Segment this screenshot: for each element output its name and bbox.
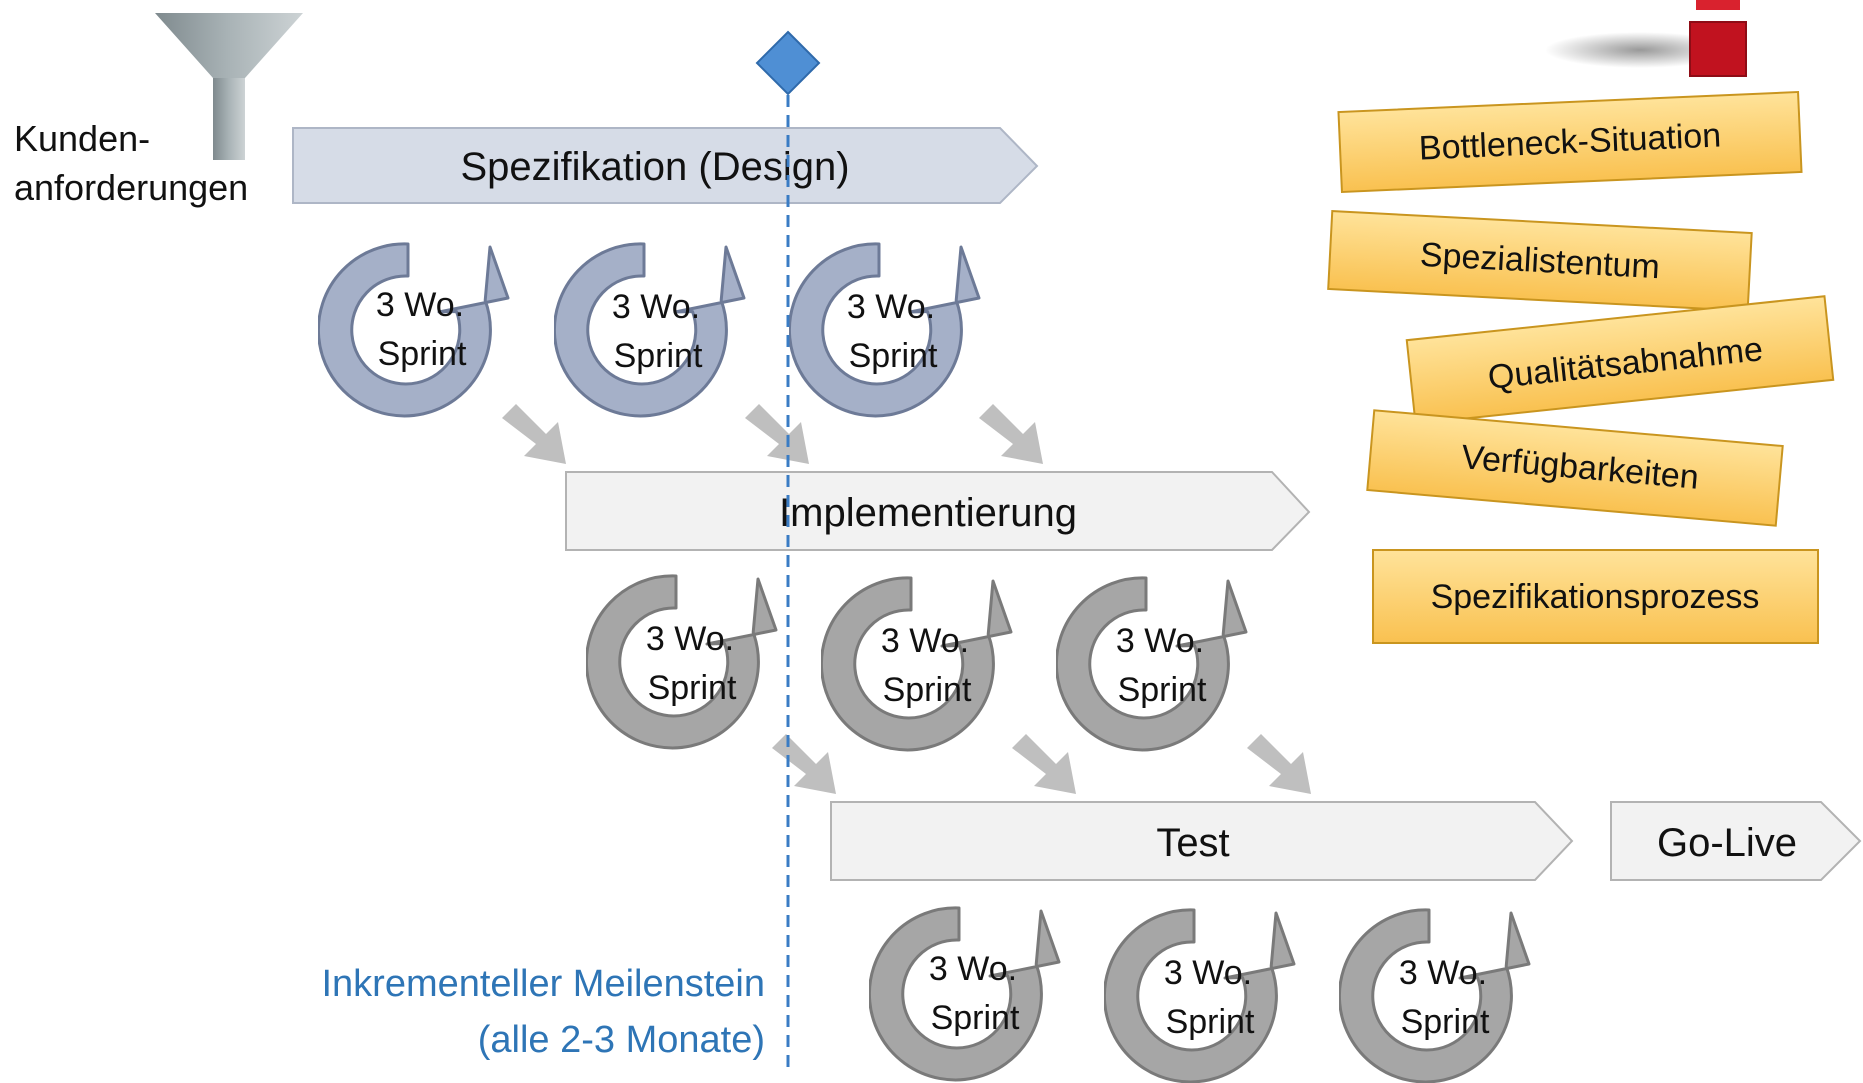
sprint-label-line1: 3 Wo. (929, 950, 1017, 988)
flow-arrow-icon (772, 734, 836, 794)
flow-arrow-icon (1012, 734, 1076, 794)
sprint-label-line2: Sprint (378, 335, 467, 373)
issue-note: Qualitätsabnahme (1405, 295, 1835, 425)
sprint-label-line2: Sprint (1401, 1003, 1490, 1041)
sprint-cycle-icon (1104, 908, 1296, 1083)
phase-test-arrow (830, 801, 1574, 881)
issue-note: Verfügbarkeiten (1366, 409, 1784, 527)
sprint-label-line1: 3 Wo. (1116, 622, 1204, 660)
phase-impl-arrow (565, 471, 1311, 551)
phase-golive-label: Go-Live (1657, 821, 1797, 865)
sprint-label-line1: 3 Wo. (376, 286, 464, 324)
sprint-label-line1: 3 Wo. (881, 622, 969, 660)
sprint-label-line1: 3 Wo. (646, 620, 734, 658)
milestone-diamond-icon (755, 30, 821, 96)
sprint-label-line2: Sprint (614, 337, 703, 375)
block-shadow (1545, 32, 1735, 68)
phase-test-label: Test (1156, 821, 1229, 865)
sprint-cycle-icon (821, 576, 1013, 752)
sprint-cycle-icon (318, 242, 510, 418)
sprint-cycle-icon (1339, 908, 1531, 1083)
issue-label: Spezifikationsprozess (1431, 578, 1760, 616)
phase-golive-arrow (1610, 801, 1862, 881)
flow-arrow-icon (1247, 734, 1311, 794)
sprint-label-line2: Sprint (931, 999, 1020, 1037)
flow-arrow-icon (502, 404, 566, 464)
sprint-cycle-icon (586, 574, 778, 750)
sprint-label-line2: Sprint (648, 669, 737, 707)
milestone-label-line2: (alle 2-3 Monate) (478, 1019, 765, 1061)
sprint-cycle-icon (789, 242, 981, 418)
sprint-cycle-icon (1056, 576, 1248, 752)
sprint-label-line2: Sprint (849, 337, 938, 375)
flow-arrow-icon (745, 404, 809, 464)
input-label-line1: Kunden- (14, 118, 150, 159)
sprint-label-line2: Sprint (883, 671, 972, 709)
flow-arrow-icon (979, 404, 1043, 464)
issue-note: Spezialistentum (1327, 210, 1753, 312)
issue-note: Bottleneck-Situation (1337, 90, 1803, 194)
sprint-cycle-icon (869, 906, 1061, 1082)
phase-spec-arrow (292, 127, 1039, 204)
sprint-label-line1: 3 Wo. (1399, 954, 1487, 992)
sprint-label-line1: 3 Wo. (1164, 954, 1252, 992)
funnel-icon (155, 13, 303, 160)
sprint-label-line2: Sprint (1166, 1003, 1255, 1041)
phase-impl-label: Implementierung (779, 491, 1077, 535)
input-label-line2: anforderungen (14, 167, 248, 208)
phase-spec-label: Spezifikation (Design) (460, 145, 849, 189)
milestone-label-line1: Inkrementeller Meilenstein (321, 963, 765, 1005)
sprint-label-line1: 3 Wo. (847, 288, 935, 326)
sprint-label-line1: 3 Wo. (612, 288, 700, 326)
sprint-label-line2: Sprint (1118, 671, 1207, 709)
issue-note: Spezifikationsprozess (1372, 549, 1819, 644)
red-block-icon (1689, 0, 1747, 77)
sprint-cycle-icon (554, 242, 746, 418)
